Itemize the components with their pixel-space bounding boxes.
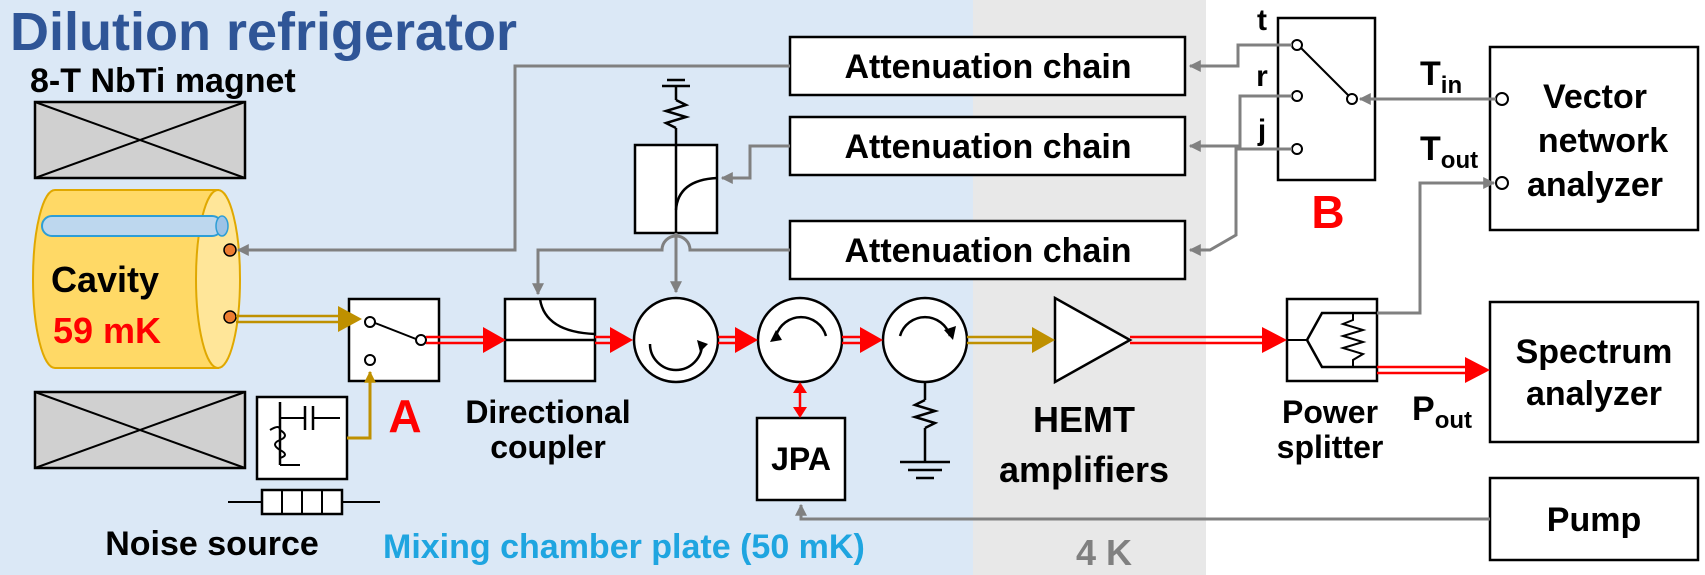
mixing-chamber-label: Mixing chamber plate (50 mK) [383,528,865,566]
p-out-label: Pout [1412,390,1472,434]
line-j-to-attenuation-3 [1188,147,1292,256]
cavity [32,189,241,369]
switch-b-port-t: t [1257,4,1267,37]
power-splitter [1285,297,1379,383]
vna-port-in [1495,92,1509,106]
vna-port-in-label: Tin [1420,55,1462,99]
spectrum-analyzer-label-line1: Spectrum [1516,333,1673,371]
line-hemt-to-power-splitter [1130,327,1287,353]
power-splitter-label-line2: splitter [1277,429,1384,465]
noise-source [228,395,380,516]
vna-label-line1: Vector [1543,78,1647,116]
vna-port-out-label: Tout [1420,130,1478,174]
pump-label: Pump [1547,501,1641,539]
line-pump-to-jpa [795,503,1490,521]
circulator-2 [756,296,844,384]
line-circulator-2-to-circulator-3 [842,327,883,353]
attenuation-chain-2-label: Attenuation chain [844,128,1131,166]
directional-coupler-label-line2: coupler [490,429,606,465]
directional-coupler [503,297,597,383]
jpa-label: JPA [771,441,831,477]
spectrum-analyzer [1488,300,1700,444]
switch-a [347,297,441,383]
cavity-port-weak [223,243,237,257]
switch-b-port-r: r [1256,60,1268,93]
line-attenuation-3-to-directional-coupler [532,234,790,296]
vna-label-line3: analyzer [1527,166,1663,204]
switch-a-label: A [388,390,421,442]
line-attenuation-1-to-cavity [236,64,790,256]
attenuation-chain-1-label: Attenuation chain [844,48,1131,86]
attenuation-chain-1 [788,35,1187,97]
circulator-1 [632,296,720,384]
hemt-label-line2: amplifiers [999,449,1169,490]
line-t-to-attenuation-1 [1188,43,1292,72]
jpa [755,416,847,502]
cavity-temperature: 59 mK [53,310,161,351]
power-splitter-label-line1: Power [1282,394,1378,430]
vna-label-line2: network [1538,122,1668,160]
magnet-top [33,100,247,180]
four-k-label: 4 K [1076,532,1132,573]
vna-port-out [1495,176,1509,190]
line-splitter-to-vna [1377,177,1496,315]
switch-b-port-j: j [1257,114,1266,147]
line-power-splitter-to-spectrum-analyzer [1377,357,1490,383]
directional-coupler-label-line1: Directional [465,394,630,430]
switch-b-label: B [1311,186,1344,238]
line-directional-coupler-to-circulator-1 [595,327,633,353]
cavity-label: Cavity [51,259,159,300]
line-noise-to-switch-a [347,370,376,440]
line-circulator-3-to-hemt [967,327,1055,353]
line-circulator-1-to-circulator-2 [718,327,758,353]
attenuation-chain-3-label: Attenuation chain [844,232,1131,270]
line-attenuation-2-to-coupler [720,144,790,184]
cavity-port-strong [223,310,237,324]
attenuation-chain-3 [788,219,1187,281]
line-r-to-attenuation-2 [1188,94,1292,152]
hemt-label-line1: HEMT [1033,399,1135,440]
line-switch-a-to-directional-coupler [426,327,506,353]
magnet-label: 8-T NbTi magnet [30,62,296,100]
spectrum-analyzer-label-line2: analyzer [1526,375,1662,413]
switch-b [1276,16,1377,182]
line-cavity-to-switch-a [236,306,362,332]
vector-network-analyzer [1488,45,1700,232]
line-circulator-2-to-jpa [793,382,807,418]
diagram-title: Dilution refrigerator [10,2,517,62]
noise-source-label: Noise source [105,525,319,563]
attenuation-chain-2 [788,115,1187,177]
coupler-with-terminator [633,78,719,235]
magnet-bottom [33,390,247,470]
circulator-3 [881,296,969,480]
